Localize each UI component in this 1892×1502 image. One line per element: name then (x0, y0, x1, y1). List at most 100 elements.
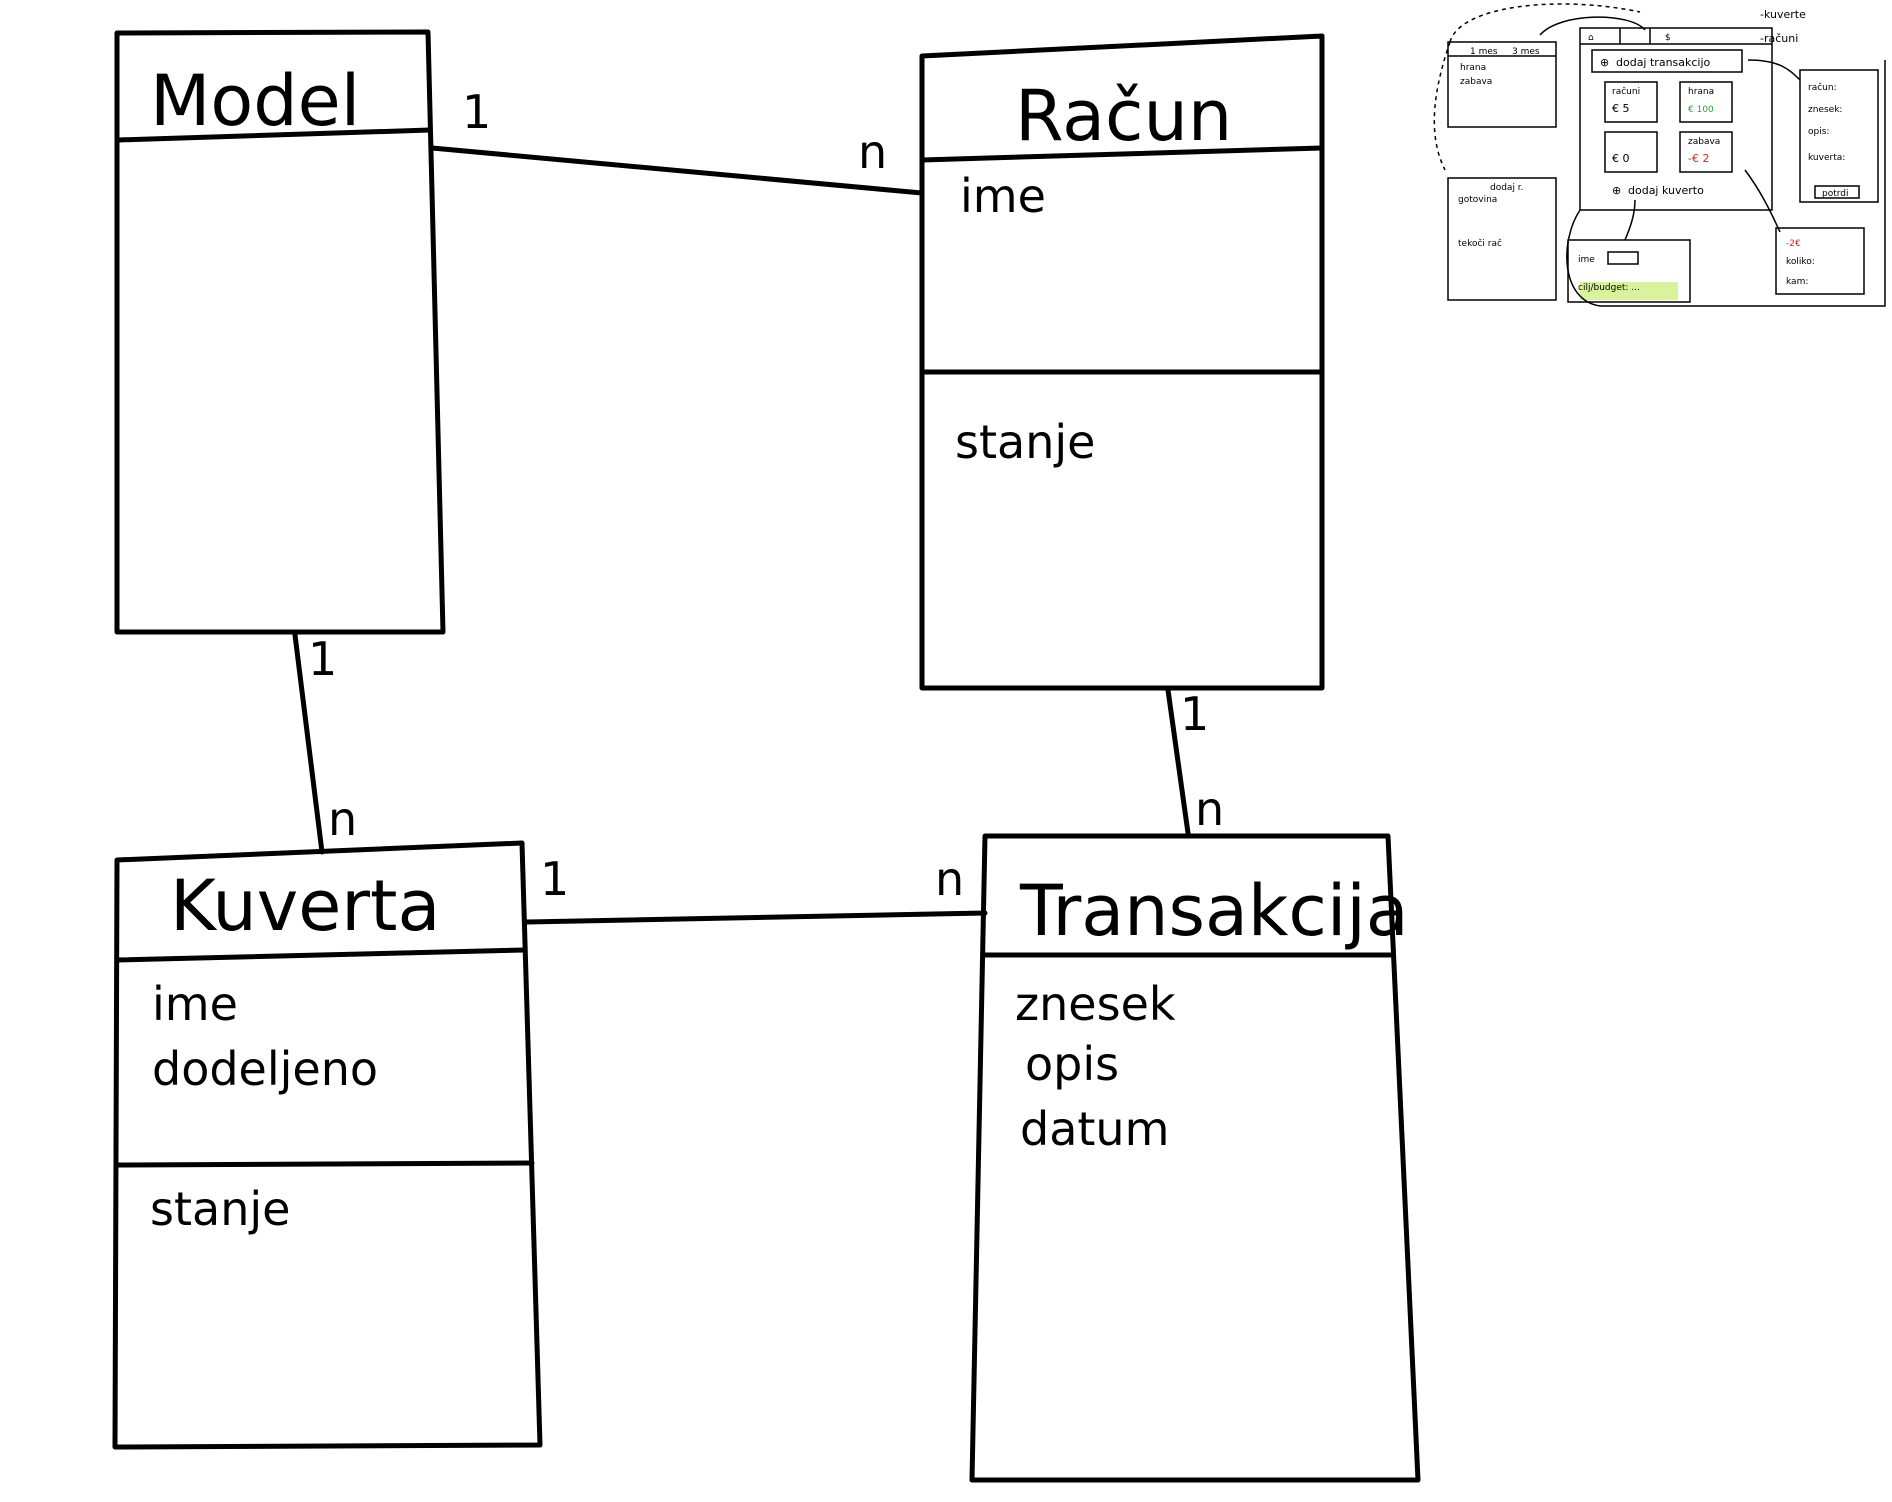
sketch-period-panel-box (1447, 41, 1557, 128)
sketch-transaction-form: račun: znesek: opis: kuverta: potrdi (1799, 69, 1879, 203)
sketch-connector-1 (1539, 16, 1646, 36)
sketch-add-account: dodaj r. (1490, 183, 1524, 193)
class-racun-box (919, 33, 1325, 691)
multiplicity-model-kuverta-from: 1 (308, 632, 337, 686)
association-racun-transakcija-line (1165, 687, 1191, 836)
class-model-title: Model (150, 60, 360, 142)
class-model-box (114, 29, 446, 635)
class-transakcija-attr-opis: opis (1025, 1037, 1119, 1091)
sketch-transfer-koliko: koliko: (1786, 257, 1815, 267)
sketch-envelope-field-cilj: cilj/budget: ... (1578, 283, 1640, 293)
sketch-envelope-field-ime: ime (1578, 255, 1595, 265)
multiplicity-model-racun-from: 1 (462, 85, 491, 139)
sketch-tab-1mes: 1 mes (1470, 47, 1498, 57)
sketch-account-gotovina: gotovina (1458, 195, 1497, 205)
class-kuverta: Kuverta ime dodeljeno stanje (112, 840, 543, 1450)
sketch-form-racun: račun: (1808, 82, 1837, 93)
sketch-card-3-value: € 0 (1612, 152, 1630, 165)
sketch-transaction-form-box (1799, 69, 1879, 203)
sketch-card-1 (1604, 81, 1658, 123)
class-racun-divider-1 (919, 145, 1325, 163)
multiplicity-kuverta-transakcija-from: 1 (540, 852, 569, 906)
sketch-dashed-arc-2 (1433, 41, 1451, 171)
sketch-envelope-input (1607, 251, 1639, 265)
class-kuverta-divider-2 (114, 1160, 535, 1168)
sketch-card-1-value: € 5 (1612, 102, 1630, 115)
sketch-tab-3mes: 3 mes (1512, 47, 1540, 57)
association-kuverta-transakcija: 1 n (524, 852, 988, 925)
sketch-main-screen-box (1579, 27, 1773, 211)
sketch-card-3 (1604, 131, 1658, 173)
sketch-dashed-arc (1449, 3, 1641, 43)
sketch-transfer-panel-box (1775, 227, 1865, 295)
sketch-connector-2 (1747, 59, 1801, 81)
sketch-list-hrana: hrana (1460, 63, 1486, 73)
class-kuverta-attr-dodeljeno: dodeljeno (152, 1042, 378, 1096)
sketch-accounts-panel: dodaj r. gotovina tekoči rač (1447, 177, 1557, 301)
sketch-add-envelope-icon: ⊕ (1612, 184, 1621, 197)
sketch-transfer-kam: kam: (1786, 277, 1808, 287)
sketch-dollar-icon: $ (1665, 33, 1671, 43)
sketch-card-4 (1679, 131, 1733, 173)
class-kuverta-method-stanje: stanje (150, 1182, 290, 1236)
sketch-legend-kuverte: -kuverte (1760, 8, 1806, 21)
class-transakcija-title: Transakcija (1019, 870, 1409, 952)
class-racun-title: Račun (1015, 75, 1232, 157)
class-model: Model (114, 29, 446, 635)
association-model-racun: 1 n (429, 85, 925, 196)
class-kuverta-title: Kuverta (170, 865, 440, 947)
sketch-add-transaction-label: ⊕ (1600, 56, 1609, 69)
sketch-add-transaction-button (1591, 49, 1743, 73)
sketch-connector-3 (1744, 169, 1781, 233)
sketch-accounts-panel-box (1447, 177, 1557, 301)
class-transakcija-attr-datum: datum (1020, 1102, 1169, 1156)
class-racun-attr-ime: ime (960, 169, 1046, 223)
sketch-add-transaction-text: dodaj transakcijo (1616, 56, 1711, 69)
association-model-kuverta: 1 n (292, 632, 357, 855)
class-transakcija-attr-znesek: znesek (1015, 977, 1176, 1031)
class-model-divider (115, 127, 433, 143)
class-racun: Račun ime stanje (919, 33, 1325, 691)
sketch-connector-4 (1624, 199, 1636, 241)
class-kuverta-divider-1 (114, 947, 527, 963)
sketch-period-panel: 1 mes 3 mes hrana zabava (1447, 41, 1557, 128)
sketch-card-2 (1679, 81, 1733, 123)
sketch-card-1-label: računi (1612, 86, 1640, 97)
multiplicity-model-kuverta-to: n (328, 792, 357, 846)
sketch-add-envelope-text: dodaj kuverto (1628, 184, 1704, 197)
sketch-card-4-value: -€ 2 (1688, 152, 1709, 165)
sketch-envelope-form: ime cilj/budget: ... (1567, 239, 1691, 303)
multiplicity-kuverta-transakcija-to: n (935, 852, 964, 906)
sketch-legend-racuni: -računi (1760, 32, 1798, 45)
class-kuverta-attr-ime: ime (152, 977, 238, 1031)
sketch-form-submit (1814, 185, 1860, 199)
sketch-form-kuverta: kuverta: (1808, 153, 1845, 163)
association-model-kuverta-line (292, 632, 325, 855)
class-transakcija: Transakcija znesek opis datum (969, 833, 1421, 1483)
multiplicity-racun-transakcija-from: 1 (1180, 687, 1209, 741)
sketch-main-screen: ⌂ $ ⊕ dodaj transakcijo računi € 5 hrana… (1579, 27, 1773, 211)
multiplicity-racun-transakcija-to: n (1195, 782, 1224, 836)
class-transakcija-box (969, 833, 1421, 1483)
sketch-list-zabava: zabava (1460, 77, 1492, 87)
class-racun-method-stanje: stanje (955, 415, 1095, 469)
association-model-racun-line (429, 145, 925, 196)
sketch-transfer-panel: -2€ koliko: kam: (1775, 227, 1865, 295)
sketch-form-znesek: znesek: (1808, 105, 1842, 115)
sketch-card-2-label: hrana (1688, 87, 1714, 97)
sketch-form-opis: opis: (1808, 127, 1829, 137)
class-kuverta-box (112, 840, 543, 1450)
multiplicity-model-racun-to: n (858, 125, 887, 179)
sketch-highlight (1580, 282, 1678, 300)
association-kuverta-transakcija-line (524, 910, 988, 925)
sketch-card-2-value: € 100 (1688, 105, 1714, 115)
sketch-account-tekoci: tekoči rač (1458, 238, 1502, 249)
association-racun-transakcija: 1 n (1165, 687, 1224, 836)
sketch-transfer-amount: -2€ (1786, 239, 1801, 249)
sketch-home-icon: ⌂ (1588, 33, 1594, 43)
sketch-card-4-label: zabava (1688, 137, 1720, 147)
sketch-form-submit-label: potrdi (1822, 189, 1849, 199)
sketch-connector-5 (1566, 60, 1886, 307)
ui-sketch: -kuverte -računi 1 mes 3 mes hrana zabav… (1433, 3, 1886, 307)
